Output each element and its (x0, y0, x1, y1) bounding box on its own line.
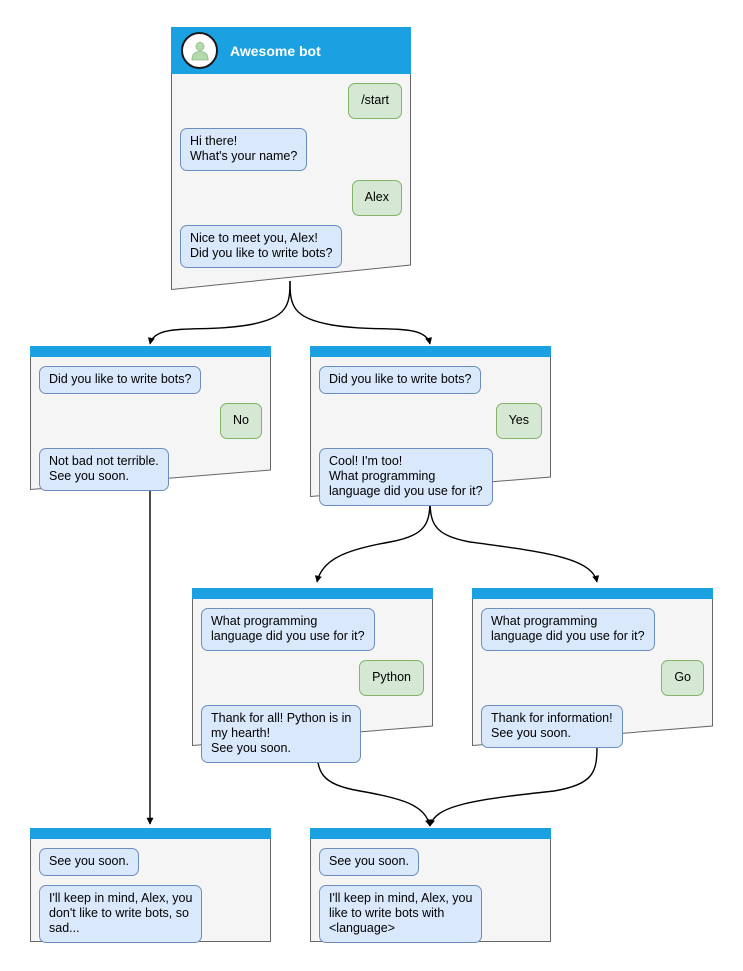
chat-card-end-no[interactable]: See you soon. I'll keep in mind, Alex, y… (30, 828, 271, 943)
message-row: /start (180, 83, 402, 119)
message-row: Thank for information! See you soon. (481, 705, 704, 748)
bot-message-bubble: Thank for information! See you soon. (481, 705, 623, 748)
message-list-go-branch: What programming language did you use fo… (472, 599, 713, 758)
bot-message-bubble: What programming language did you use fo… (201, 608, 375, 651)
message-row: Alex (180, 180, 402, 216)
bot-message-bubble: Did you like to write bots? (319, 366, 482, 394)
message-row: Hi there! What's your name? (180, 128, 402, 171)
card-header-bar (30, 346, 271, 357)
message-row: What programming language did you use fo… (481, 608, 704, 651)
message-row: I'll keep in mind, Alex, you don't like … (39, 885, 262, 943)
user-message-bubble: /start (348, 83, 402, 119)
message-row: Did you like to write bots? (319, 366, 542, 394)
message-row: I'll keep in mind, Alex, you like to wri… (319, 885, 542, 943)
card-header-bar (30, 828, 271, 839)
edge-go-to-end (428, 745, 598, 827)
message-list-python-branch: What programming language did you use fo… (192, 599, 433, 773)
chat-card-go-branch[interactable]: What programming language did you use fo… (472, 588, 713, 748)
bot-message-bubble: I'll keep in mind, Alex, you don't like … (39, 885, 203, 943)
chat-card-root[interactable]: Awesome bot /start Hi there! What's your… (171, 27, 411, 290)
user-message-bubble: Yes (495, 403, 542, 439)
bot-message-bubble: See you soon. (319, 848, 419, 876)
card-header-bar (310, 346, 551, 357)
chat-card-python-branch[interactable]: What programming language did you use fo… (192, 588, 433, 763)
edge-root-to-yes (289, 280, 433, 345)
bot-message-bubble: Thank for all! Python is in my hearth! S… (201, 705, 362, 763)
message-row: Did you like to write bots? (39, 366, 262, 394)
message-row: No (39, 403, 262, 439)
message-list-end-yes: See you soon. I'll keep in mind, Alex, y… (310, 839, 551, 953)
message-list-end-no: See you soon. I'll keep in mind, Alex, y… (30, 839, 271, 953)
user-message-bubble: Python (359, 660, 424, 696)
message-row: See you soon. (319, 848, 542, 876)
bot-message-bubble: Not bad not terrible. See you soon. (39, 448, 169, 491)
bot-titlebar: Awesome bot (171, 27, 411, 74)
message-row: Python (201, 660, 424, 696)
message-row: See you soon. (39, 848, 262, 876)
edge-root-to-no (147, 280, 291, 345)
card-header-bar (192, 588, 433, 599)
message-row: Cool! I'm too! What programming language… (319, 448, 542, 506)
message-list-no-branch: Did you like to write bots? No Not bad n… (30, 357, 271, 501)
message-list-root: /start Hi there! What's your name? Alex … (171, 74, 411, 278)
person-avatar-icon (181, 32, 218, 69)
bot-message-bubble: See you soon. (39, 848, 139, 876)
chat-card-end-yes[interactable]: See you soon. I'll keep in mind, Alex, y… (310, 828, 551, 943)
message-row: Yes (319, 403, 542, 439)
bot-message-bubble: Nice to meet you, Alex! Did you like to … (180, 225, 343, 268)
bot-message-bubble: I'll keep in mind, Alex, you like to wri… (319, 885, 483, 943)
message-row: What programming language did you use fo… (201, 608, 424, 651)
user-message-bubble: Go (661, 660, 704, 696)
user-message-bubble: Alex (351, 180, 402, 216)
card-header-bar (472, 588, 713, 599)
user-message-bubble: No (220, 403, 262, 439)
card-header-bar (310, 828, 551, 839)
message-list-yes-branch: Did you like to write bots? Yes Cool! I'… (310, 357, 551, 516)
chat-card-no-branch[interactable]: Did you like to write bots? No Not bad n… (30, 346, 271, 491)
bot-title: Awesome bot (230, 42, 321, 59)
message-row: Not bad not terrible. See you soon. (39, 448, 262, 491)
message-row: Go (481, 660, 704, 696)
chat-card-yes-branch[interactable]: Did you like to write bots? Yes Cool! I'… (310, 346, 551, 506)
bot-message-bubble: Hi there! What's your name? (180, 128, 308, 171)
message-row: Nice to meet you, Alex! Did you like to … (180, 225, 402, 268)
bot-message-bubble: Did you like to write bots? (39, 366, 202, 394)
bot-message-bubble: What programming language did you use fo… (481, 608, 655, 651)
bot-message-bubble: Cool! I'm too! What programming language… (319, 448, 493, 506)
message-row: Thank for all! Python is in my hearth! S… (201, 705, 424, 763)
